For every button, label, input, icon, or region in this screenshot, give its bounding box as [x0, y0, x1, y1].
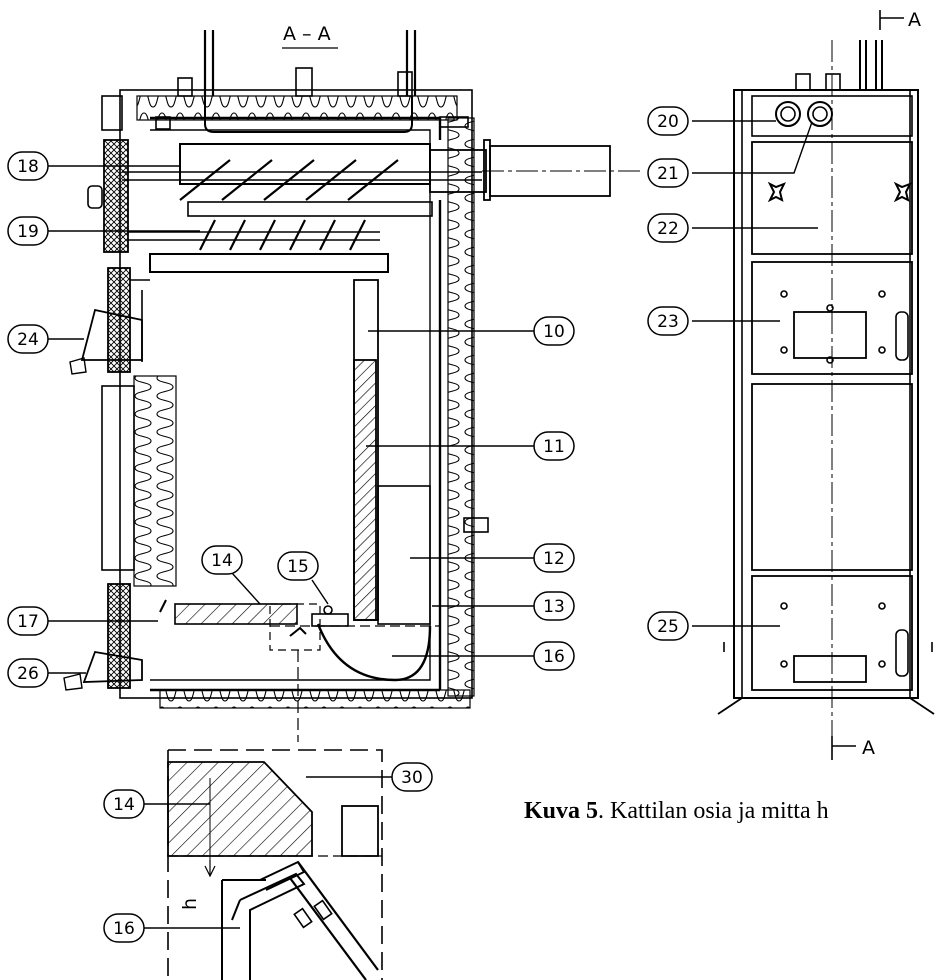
- callout-25: 25: [647, 611, 689, 641]
- callout-11: 11: [533, 431, 575, 461]
- callout-18: 18: [7, 151, 49, 181]
- exchanger-blades-upper: [179, 159, 399, 201]
- section-marker-bottom: A: [862, 737, 875, 759]
- firebrick-wall: [353, 359, 377, 621]
- grate: [174, 603, 298, 625]
- callout-30-label: 30: [401, 768, 423, 788]
- figure-caption-number: Kuva 5: [524, 798, 599, 824]
- callout-26: 26: [7, 658, 49, 688]
- callout-24: 24: [7, 324, 49, 354]
- callout-12: 12: [533, 543, 575, 573]
- callout-17: 17: [7, 606, 49, 636]
- callout-24-label: 24: [17, 330, 39, 350]
- figure-caption-text: . Kattilan osia ja mitta h: [598, 798, 829, 824]
- callout-13-label: 13: [543, 597, 565, 617]
- callout-19: 19: [7, 216, 49, 246]
- callout-layer: [45, 120, 818, 929]
- front-casing: [733, 89, 919, 699]
- detail-view: [167, 749, 383, 980]
- callout-11-label: 11: [543, 437, 565, 457]
- section-label: A – A: [283, 23, 331, 45]
- callout-20: 20: [647, 106, 689, 136]
- callout-16-detail-label: 16: [113, 919, 135, 939]
- bottom-insulation: [159, 689, 471, 709]
- upper-door-insulation: [103, 139, 129, 253]
- callout-14: 14: [201, 545, 243, 575]
- callout-18-label: 18: [17, 157, 39, 177]
- callout-16: 16: [533, 641, 575, 671]
- callout-14-detail: 14: [103, 789, 145, 819]
- dimension-h: h: [179, 898, 201, 910]
- callout-16-detail: 16: [103, 913, 145, 943]
- section-view: [63, 30, 640, 742]
- callout-23: 23: [647, 306, 689, 336]
- callout-21-label: 21: [657, 164, 679, 184]
- callout-15: 15: [277, 551, 319, 581]
- ash-door: [107, 583, 131, 689]
- section-marker-top: A: [908, 9, 921, 31]
- callout-23-label: 23: [657, 312, 679, 332]
- callout-22-label: 22: [657, 219, 679, 239]
- callout-14-detail-label: 14: [113, 795, 135, 815]
- callout-26-label: 26: [17, 664, 39, 684]
- callout-13: 13: [533, 591, 575, 621]
- callout-20-label: 20: [657, 112, 679, 132]
- top-insulation: [136, 95, 458, 121]
- callout-16-label: 16: [543, 647, 565, 667]
- thermometer-gauge: [775, 101, 801, 127]
- callout-10-label: 10: [543, 322, 565, 342]
- figure-caption: Kuva 5. Kattilan osia ja mitta h: [524, 798, 829, 825]
- callout-21: 21: [647, 158, 689, 188]
- callout-10: 10: [533, 316, 575, 346]
- callout-12-label: 12: [543, 549, 565, 569]
- left-insulation: [133, 375, 177, 587]
- callout-14-label: 14: [211, 551, 233, 571]
- front-view: [717, 10, 935, 760]
- callout-15-label: 15: [287, 557, 309, 577]
- callout-25-label: 25: [657, 617, 679, 637]
- detail-grate: [167, 761, 313, 857]
- callout-30: 30: [391, 762, 433, 792]
- right-insulation: [447, 117, 475, 697]
- callout-19-label: 19: [17, 222, 39, 242]
- callout-17-label: 17: [17, 612, 39, 632]
- exchanger-blades-lower: [199, 219, 366, 251]
- callout-22: 22: [647, 213, 689, 243]
- ash-bowl: [316, 623, 432, 682]
- loading-door: [107, 267, 131, 373]
